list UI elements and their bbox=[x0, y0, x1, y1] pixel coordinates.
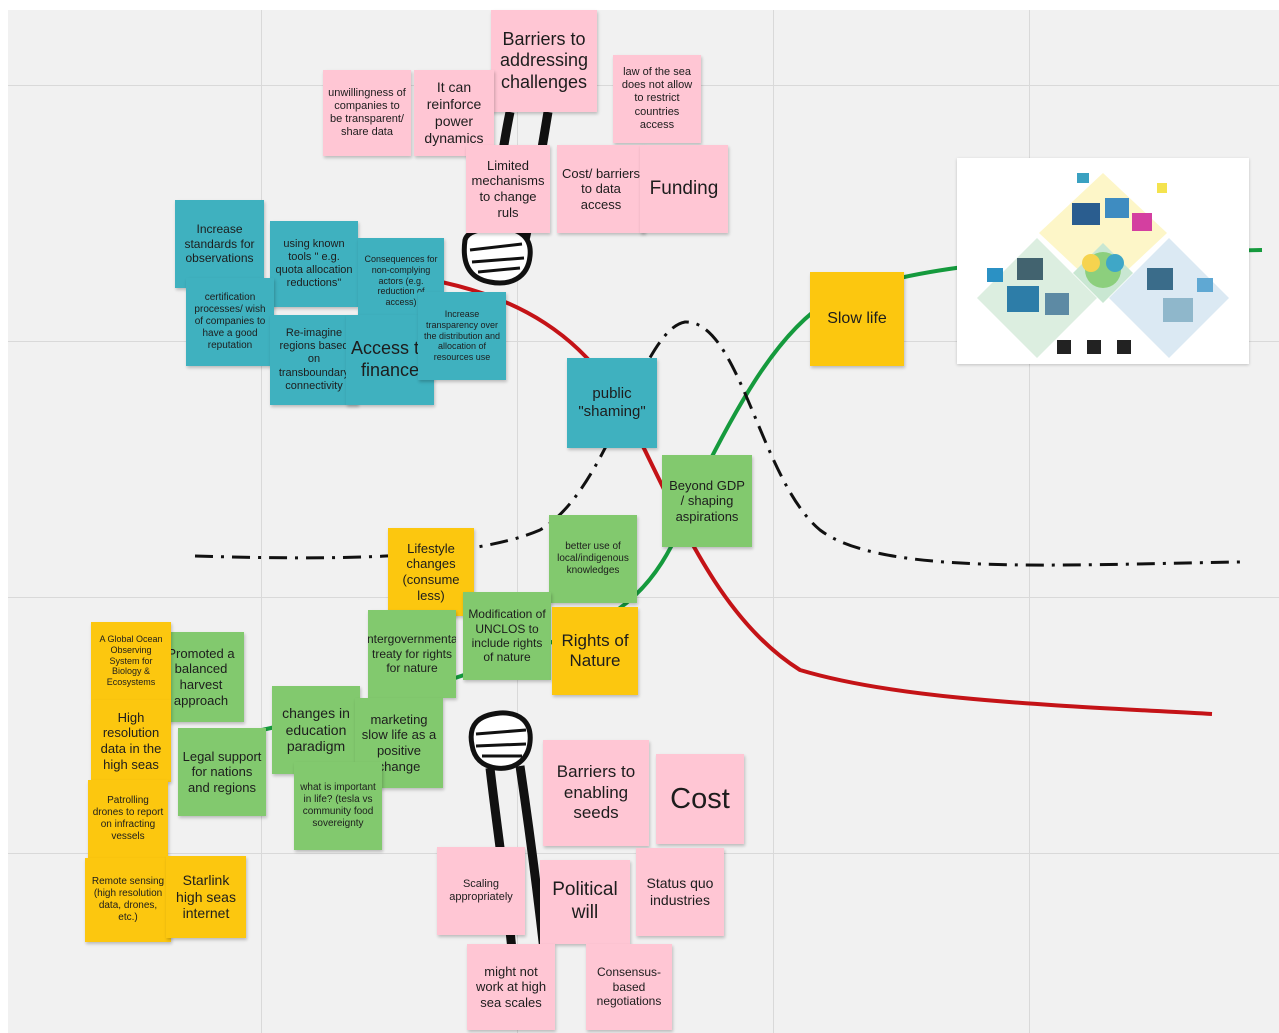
sticky-note-reinforce-power[interactable]: It can reinforce power dynamics bbox=[414, 70, 494, 156]
sticky-note-lifestyle-changes[interactable]: Lifestyle changes (consume less) bbox=[388, 528, 474, 616]
sticky-note-barriers-addressing[interactable]: Barriers to addressing challenges bbox=[491, 10, 597, 112]
collage-graphic bbox=[977, 173, 1229, 358]
sticky-note-funding[interactable]: Funding bbox=[640, 145, 728, 233]
sticky-note-using-known-tools[interactable]: using known tools " e.g. quota allocatio… bbox=[270, 221, 358, 307]
sticky-note-starlink[interactable]: Starlink high seas internet bbox=[166, 856, 246, 938]
sticky-note-political-will[interactable]: Political will bbox=[540, 860, 630, 944]
sticky-note-patrolling-drones[interactable]: Patrolling drones to report on infractin… bbox=[88, 780, 168, 858]
sticky-note-legal-support[interactable]: Legal support for nations and regions bbox=[178, 728, 266, 816]
sticky-note-cost[interactable]: Cost bbox=[656, 754, 744, 844]
sticky-note-limited-mechanisms[interactable]: Limited mechanisms to change ruls bbox=[466, 145, 550, 233]
collage-image bbox=[957, 158, 1249, 364]
sticky-note-better-use-local[interactable]: better use of local/indigenous knowledge… bbox=[549, 515, 637, 603]
sticky-note-high-resolution[interactable]: High resolution data in the high seas bbox=[91, 700, 171, 782]
sticky-note-slow-life[interactable]: Slow life bbox=[810, 272, 904, 366]
sticky-note-beyond-gdp[interactable]: Beyond GDP / shaping aspirations bbox=[662, 455, 752, 547]
sticky-note-increase-transparency[interactable]: Increase transparency over the distribut… bbox=[418, 292, 506, 380]
sticky-note-increase-standards[interactable]: Increase standards for observations bbox=[175, 200, 264, 288]
sticky-note-public-shaming[interactable]: public "shaming" bbox=[567, 358, 657, 448]
sticky-note-consensus-based[interactable]: Consensus-based negotiations bbox=[586, 944, 672, 1030]
sticky-note-intergovernmental-treaty[interactable]: Intergovernmental treaty for rights for … bbox=[368, 610, 456, 698]
sticky-note-global-ocean-observing[interactable]: A Global Ocean Observing System for Biol… bbox=[91, 622, 171, 700]
sticky-note-might-not-work[interactable]: might not work at high sea scales bbox=[467, 944, 555, 1030]
sticky-note-certification[interactable]: certification processes/ wish of compani… bbox=[186, 278, 274, 366]
sticky-note-law-of-sea[interactable]: law of the sea does not allow to restric… bbox=[613, 55, 701, 143]
sticky-note-modification-unclos[interactable]: Modification of UNCLOS to include rights… bbox=[463, 592, 551, 680]
sticky-note-barriers-enabling[interactable]: Barriers to enabling seeds bbox=[543, 740, 649, 846]
sticky-note-promoted-balanced[interactable]: Promoted a balanced harvest approach bbox=[158, 632, 244, 722]
sticky-note-status-quo[interactable]: Status quo industries bbox=[636, 848, 724, 936]
sticky-note-rights-of-nature[interactable]: Rights of Nature bbox=[552, 607, 638, 695]
sticky-note-scaling[interactable]: Scaling appropriately bbox=[437, 847, 525, 935]
sticky-note-cost-barriers-data[interactable]: Cost/ barriers to data access bbox=[557, 145, 645, 233]
sticky-note-changes-education[interactable]: changes in education paradigm bbox=[272, 686, 360, 774]
sticky-note-remote-sensing[interactable]: Remote sensing (high resolution data, dr… bbox=[85, 858, 171, 942]
sticky-note-unwillingness[interactable]: unwillingness of companies to be transpa… bbox=[323, 70, 411, 156]
sticky-note-what-is-important[interactable]: what is important in life? (tesla vs com… bbox=[294, 762, 382, 850]
sticky-note-reimagine-regions[interactable]: Re-imagine regions based on transboundar… bbox=[270, 315, 358, 405]
